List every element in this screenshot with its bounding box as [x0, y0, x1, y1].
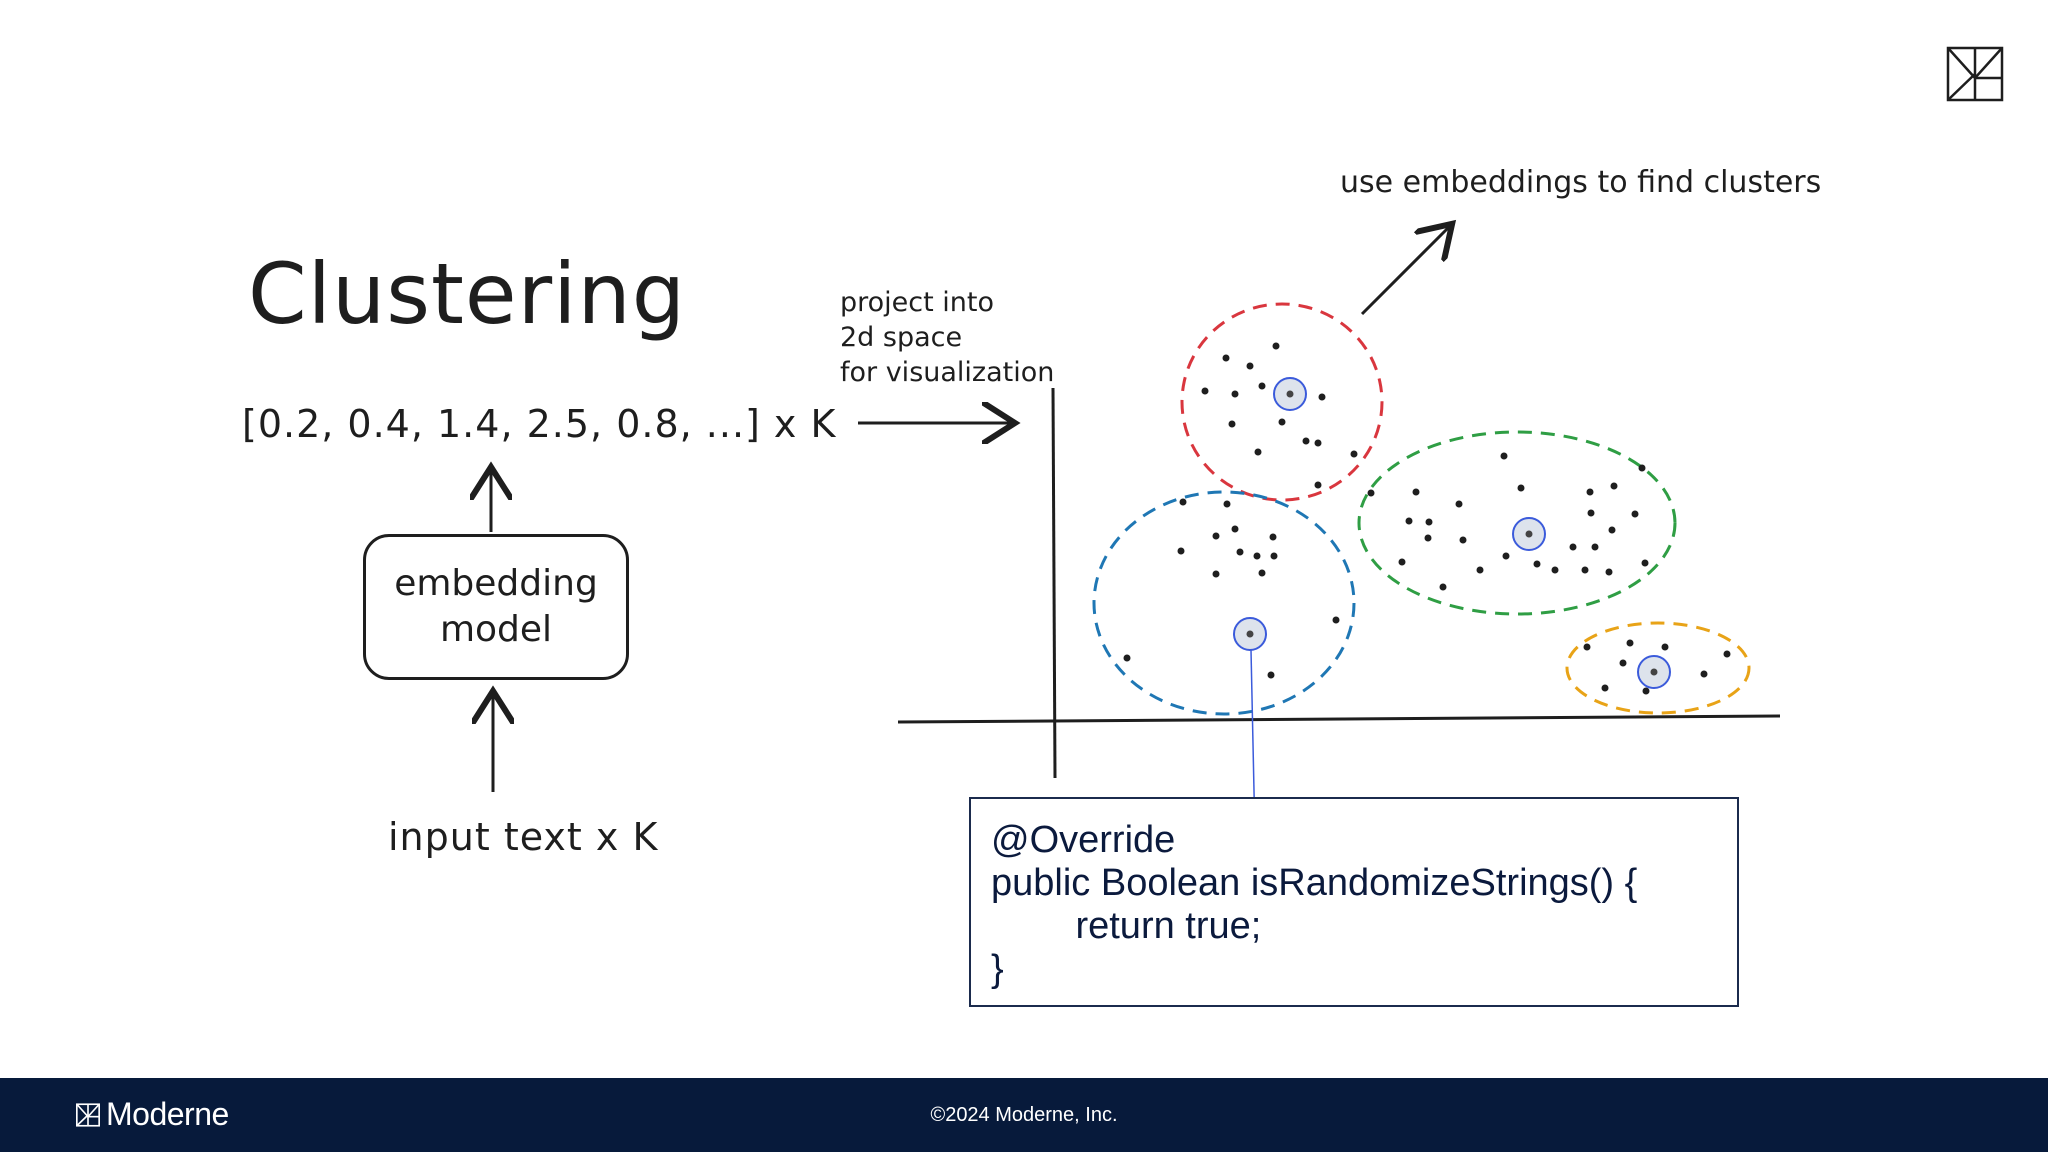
centroids — [1233, 377, 1671, 689]
blue-cluster — [1092, 490, 1356, 716]
model-label-line2: model — [439, 609, 553, 650]
moderne-logo-icon — [1946, 46, 2004, 102]
footer-copyright: ©2024 Moderne, Inc. — [930, 1104, 1118, 1126]
projection-note-line3: for visualization — [840, 357, 1055, 388]
embedding-vector-text: [0.2, 0.4, 1.4, 2.5, 0.8, ...] x K — [242, 402, 837, 446]
arrow-diagonal-icon — [1360, 226, 1450, 316]
green-cluster — [1357, 430, 1677, 616]
data-points — [1123, 342, 1731, 695]
moderne-logo-icon — [76, 1102, 100, 1127]
orange-cluster — [1565, 621, 1751, 715]
clusters-note: use embeddings to find clusters — [1340, 165, 1822, 200]
red-cluster — [1180, 302, 1384, 502]
code-line-4: } — [991, 948, 1004, 990]
projection-note-line1: project into — [840, 287, 995, 318]
input-text-label: input text x K — [388, 815, 659, 859]
code-line-3: return true; — [991, 905, 1262, 947]
slide-title: Clustering — [248, 245, 687, 343]
y-axis — [1051, 387, 1057, 779]
code-line-1: @Override — [991, 819, 1176, 861]
footer-brand-name: Moderne — [106, 1096, 229, 1132]
footer-logo: Moderne — [76, 1096, 229, 1133]
code-line-2: public Boolean isRandomizeStrings() { — [991, 862, 1638, 904]
x-axis — [897, 714, 1781, 724]
projection-note: project into 2d space for visualization — [840, 285, 1054, 390]
model-label-line1: embedding — [394, 563, 598, 604]
footer-bar: Moderne ©2024 Moderne, Inc. — [0, 1078, 2048, 1152]
code-snippet: @Override public Boolean isRandomizeStri… — [969, 797, 1739, 1007]
embedding-model-box: embedding model — [363, 534, 629, 680]
projection-note-line2: 2d space — [840, 322, 963, 353]
